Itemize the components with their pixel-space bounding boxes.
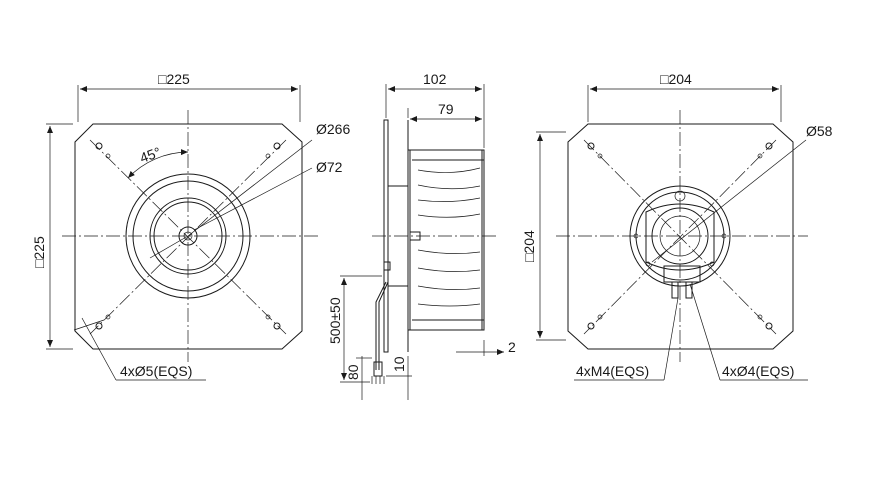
side-blades-top: [417, 167, 481, 218]
rear-view: □204 □204 Ø58 4xM4(EQS) 4xØ4(EQS): [521, 71, 833, 381]
side-cable-2: [378, 281, 389, 370]
inlet-ring-inner: [153, 201, 223, 271]
label-offset: 2: [508, 339, 516, 355]
angle-arc: [127, 149, 189, 179]
label-wire-strip: 10: [391, 356, 407, 372]
mount-hole-bl: [95, 322, 103, 330]
inlet-ring-outer: [149, 197, 227, 275]
side-cable-gland: [383, 261, 391, 271]
rear-motor-housing: [645, 203, 715, 271]
rear-motor-outer: [629, 185, 731, 287]
rear-connector-box: [663, 265, 701, 283]
rear-motor-hole-left: [633, 233, 639, 239]
rear-connector-pin-1: [671, 281, 679, 299]
mount-hole-tr: [273, 142, 281, 150]
mount-hole-tl: [95, 142, 103, 150]
label-frame-225: □225: [158, 71, 190, 87]
screw-tl: [105, 153, 111, 159]
rear-hole-tl: [587, 142, 595, 150]
rear-hole-bl: [587, 322, 595, 330]
side-cable-end: [373, 361, 383, 377]
hole-callout-tick: [73, 319, 105, 331]
hub-center: [183, 231, 193, 241]
label-total-depth: 102: [423, 71, 447, 87]
label-motor-diameter: Ø58: [806, 123, 833, 139]
label-rear-frame-204: □204: [660, 71, 692, 87]
label-strip-length: 80: [345, 364, 361, 380]
label-hub-diameter: Ø72: [316, 159, 343, 175]
screw-br: [265, 314, 271, 320]
label-frame-225-v: □225: [31, 236, 47, 268]
leader-mount-holes: [81, 317, 117, 381]
rear-screw-bl: [597, 314, 603, 320]
rear-motor-hole-br: [709, 261, 715, 267]
impeller-outer: [125, 173, 251, 299]
rear-hole-tr: [765, 142, 773, 150]
front-view: □225 □225 45° Ø266 Ø72 4xØ5(EQS): [31, 71, 350, 381]
rear-motor-inner: [651, 207, 709, 265]
leader-d266: [187, 139, 313, 237]
side-view: 102 79 500±50 80 10 2: [327, 71, 516, 400]
leader-hub: [149, 235, 189, 259]
leader-motor-screws: [663, 297, 679, 381]
label-motor-screws: 4xM4(EQS): [576, 363, 649, 379]
label-motor-holes: 4xØ4(EQS): [722, 363, 794, 379]
side-cable-1: [375, 281, 387, 370]
label-mount-holes: 4xØ5(EQS): [120, 363, 192, 379]
rear-motor-hole-right: [721, 233, 727, 239]
screw-bl: [105, 314, 111, 320]
label-impeller-diameter: Ø266: [316, 121, 350, 137]
label-cable-length: 500±50: [327, 297, 343, 344]
rear-frame-plate: [567, 123, 794, 350]
front-diagonal-2: [89, 139, 287, 335]
front-frame-plate: [74, 123, 303, 350]
mount-hole-br: [273, 322, 281, 330]
leader-d72: [193, 167, 313, 231]
side-shaft: [409, 231, 421, 241]
rear-motor-top-hole: [674, 190, 686, 202]
rear-motor-ring: [635, 191, 725, 281]
impeller-ring: [132, 180, 244, 292]
hub: [178, 226, 198, 246]
leader-motor-diameter: [651, 139, 807, 263]
rear-screw-tl: [597, 153, 603, 159]
side-impeller-box: [409, 149, 483, 331]
rear-screw-br: [757, 314, 763, 320]
rear-hole-br: [765, 322, 773, 330]
label-rear-frame-204-v: □204: [521, 230, 537, 262]
label-impeller-depth: 79: [438, 101, 454, 117]
label-angle: 45°: [138, 144, 163, 166]
leader-motor-holes: [689, 283, 721, 381]
screw-tr: [265, 153, 271, 159]
rear-motor-hole-bl: [645, 261, 651, 267]
rear-motor-core: [659, 215, 701, 257]
rear-screw-tr: [757, 153, 763, 159]
side-blades-bottom: [417, 249, 481, 307]
rear-diagonal-2: [583, 139, 777, 335]
